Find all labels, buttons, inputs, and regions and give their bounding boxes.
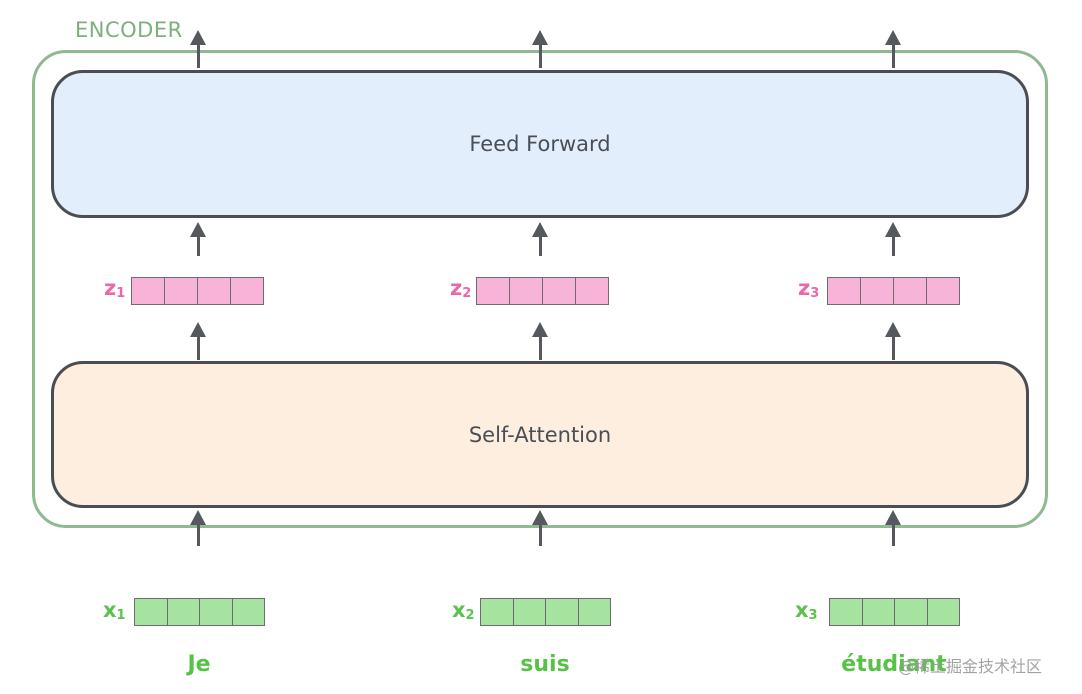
- x1-vector: [134, 598, 265, 626]
- x3-label: x3: [795, 598, 818, 623]
- output-arrow-2: [532, 30, 548, 68]
- x1-to-sa-arrow: [190, 510, 206, 546]
- z3-vector: [827, 277, 960, 305]
- word-je: Je: [187, 652, 211, 677]
- sa-to-z3-arrow: [885, 322, 901, 360]
- word-suis: suis: [520, 652, 570, 677]
- z3-to-ff-arrow: [885, 222, 901, 256]
- z2-to-ff-arrow: [532, 222, 548, 256]
- encoder-title: ENCODER: [75, 18, 183, 42]
- self-attention-label: Self-Attention: [468, 422, 612, 447]
- x3-to-sa-arrow: [885, 510, 901, 546]
- z2-label: z2: [450, 276, 472, 301]
- x2-vector: [480, 598, 611, 626]
- z1-to-ff-arrow: [190, 222, 206, 256]
- output-arrow-1: [190, 30, 206, 68]
- z2-vector: [476, 277, 609, 305]
- word-etudiant: étudiant: [841, 652, 947, 677]
- self-attention-layer: Self-Attention: [51, 361, 1029, 508]
- feed-forward-label: Feed Forward: [469, 132, 611, 156]
- x2-to-sa-arrow: [532, 510, 548, 546]
- z1-label: z1: [104, 276, 126, 301]
- output-arrow-3: [885, 30, 901, 68]
- watermark: @稀土掘金技术社区: [898, 657, 1043, 676]
- x3-vector: [829, 598, 960, 626]
- sa-to-z1-arrow: [190, 322, 206, 360]
- z3-label: z3: [798, 276, 820, 301]
- x1-label: x1: [103, 598, 126, 623]
- sa-to-z2-arrow: [532, 322, 548, 360]
- z1-vector: [131, 277, 264, 305]
- feed-forward-layer: Feed Forward: [51, 70, 1029, 218]
- x2-label: x2: [452, 598, 475, 623]
